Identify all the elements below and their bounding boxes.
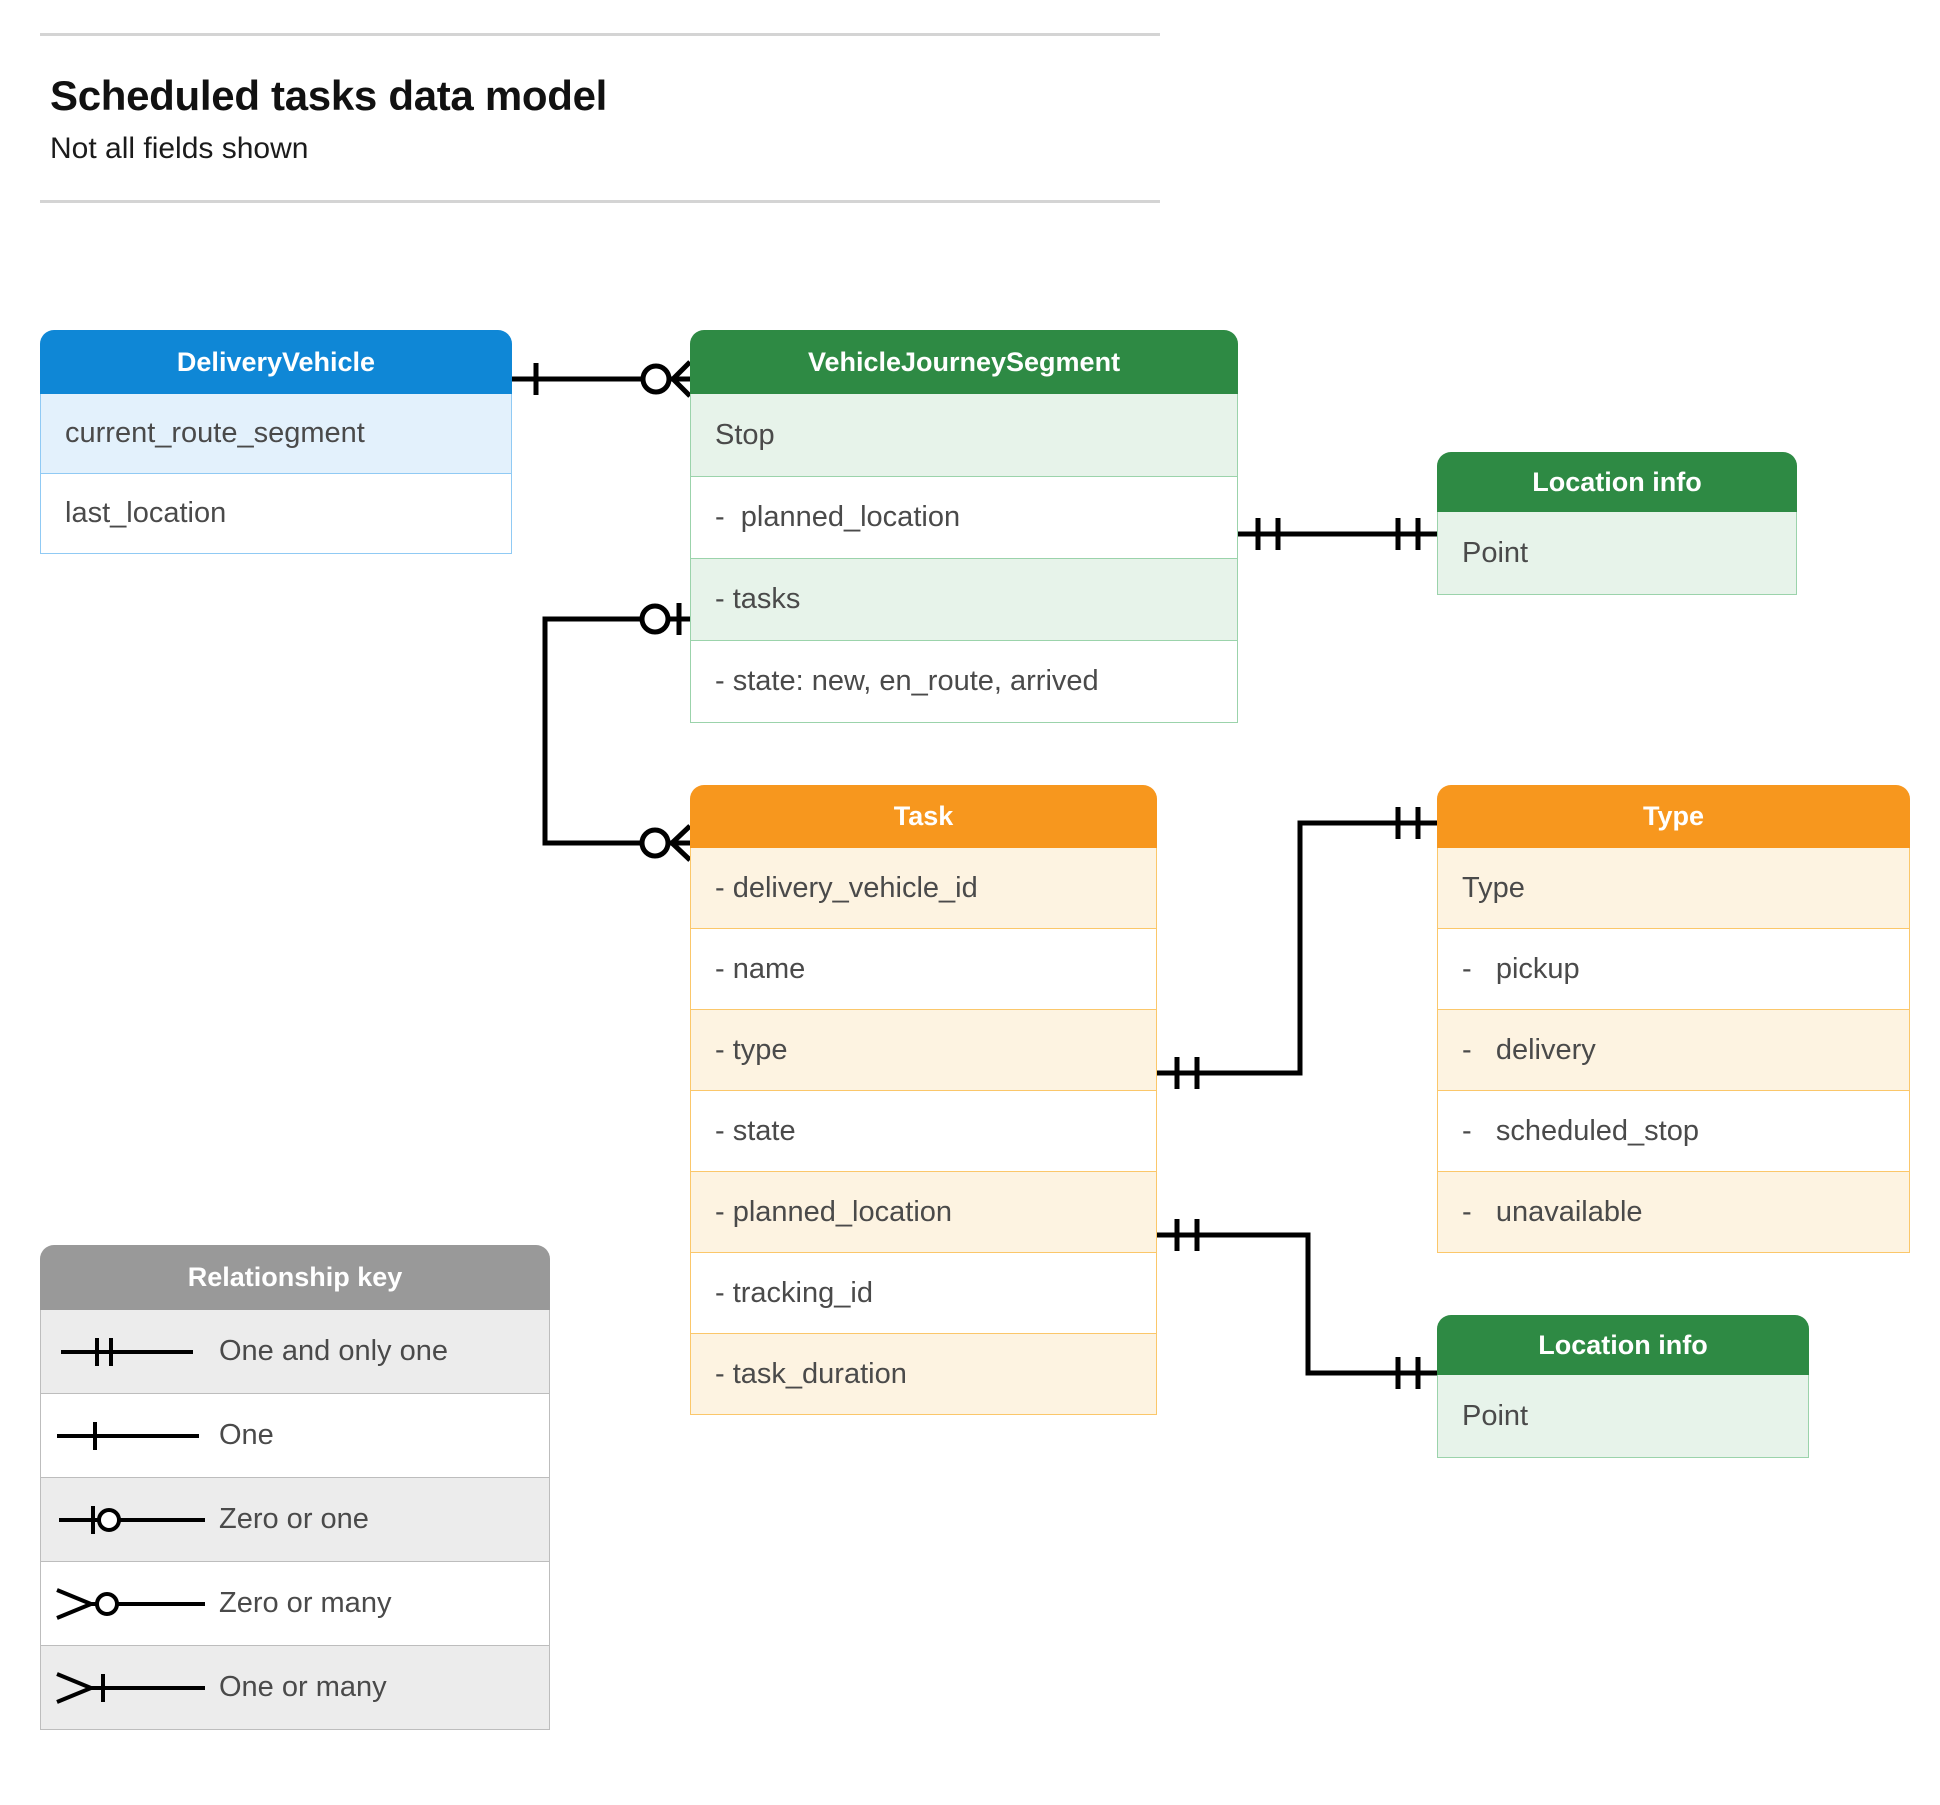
entity-row: - scheduled_stop xyxy=(1437,1091,1910,1172)
entity-header-type: Type xyxy=(1437,785,1910,848)
entity-delivery-vehicle[interactable]: DeliveryVehicle current_route_segment la… xyxy=(40,330,512,554)
zero-or-one-icon xyxy=(41,1500,219,1540)
entity-header-task: Task xyxy=(690,785,1157,848)
entity-row: - type xyxy=(690,1010,1157,1091)
wire-task-type xyxy=(1157,820,1437,1076)
entity-row: - unavailable xyxy=(1437,1172,1910,1253)
legend-item-label: One and only one xyxy=(219,1335,448,1367)
legend-item-label: One xyxy=(219,1419,274,1451)
legend-item-one-and-only-one: One and only one xyxy=(40,1310,550,1394)
entity-task[interactable]: Task - delivery_vehicle_id - name - type… xyxy=(690,785,1157,1415)
entity-row: - task_duration xyxy=(690,1334,1157,1415)
entity-header-location-info-bottom: Location info xyxy=(1437,1315,1809,1375)
entity-row: - state xyxy=(690,1091,1157,1172)
entity-row: Point xyxy=(1437,1375,1809,1458)
entity-row: - name xyxy=(690,929,1157,1010)
legend-header: Relationship key xyxy=(40,1245,550,1310)
entity-row: - tracking_id xyxy=(690,1253,1157,1334)
entity-row: Type xyxy=(1437,848,1910,929)
header-divider-top xyxy=(40,33,1160,36)
entity-row: last_location xyxy=(40,474,512,554)
legend-item-one: One xyxy=(40,1394,550,1478)
entity-row: - planned_location xyxy=(690,1172,1157,1253)
legend-item-label: One or many xyxy=(219,1671,387,1703)
legend-item-label: Zero or one xyxy=(219,1503,369,1535)
entity-row: - tasks xyxy=(690,559,1238,641)
entity-row: - pickup xyxy=(1437,929,1910,1010)
entity-row: - delivery xyxy=(1437,1010,1910,1091)
entity-row: - planned_location xyxy=(690,477,1238,559)
entity-header-location-info-top: Location info xyxy=(1437,452,1797,512)
entity-row: current_route_segment xyxy=(40,394,512,474)
one-or-many-icon xyxy=(41,1668,219,1708)
entity-location-info-top[interactable]: Location info Point xyxy=(1437,452,1797,595)
entity-header-vehicle-journey-segment: VehicleJourneySegment xyxy=(690,330,1238,394)
entity-row: - state: new, en_route, arrived xyxy=(690,641,1238,723)
one-icon xyxy=(41,1416,219,1456)
legend-relationship-key[interactable]: Relationship key One and only one xyxy=(40,1245,550,1730)
entity-vehicle-journey-segment[interactable]: VehicleJourneySegment Stop - planned_loc… xyxy=(690,330,1238,723)
zero-or-many-icon xyxy=(41,1584,219,1624)
legend-item-label: Zero or many xyxy=(219,1587,392,1619)
entity-row: Stop xyxy=(690,394,1238,477)
entity-location-info-bottom[interactable]: Location info Point xyxy=(1437,1315,1809,1458)
legend-item-one-or-many: One or many xyxy=(40,1646,550,1730)
entity-row: Point xyxy=(1437,512,1797,595)
legend-item-zero-or-one: Zero or one xyxy=(40,1478,550,1562)
page-title: Scheduled tasks data model xyxy=(50,72,608,119)
entity-row: - delivery_vehicle_id xyxy=(690,848,1157,929)
header-divider-bottom xyxy=(40,200,1160,203)
entity-type[interactable]: Type Type - pickup - delivery - schedule… xyxy=(1437,785,1910,1253)
page-subtitle: Not all fields shown xyxy=(50,132,309,165)
legend-item-zero-or-many: Zero or many xyxy=(40,1562,550,1646)
one-and-only-one-icon xyxy=(41,1332,219,1372)
entity-header-delivery-vehicle: DeliveryVehicle xyxy=(40,330,512,394)
wire-task-locationinfo-bottom xyxy=(1157,1232,1437,1376)
wire-vjs-task xyxy=(542,616,690,846)
